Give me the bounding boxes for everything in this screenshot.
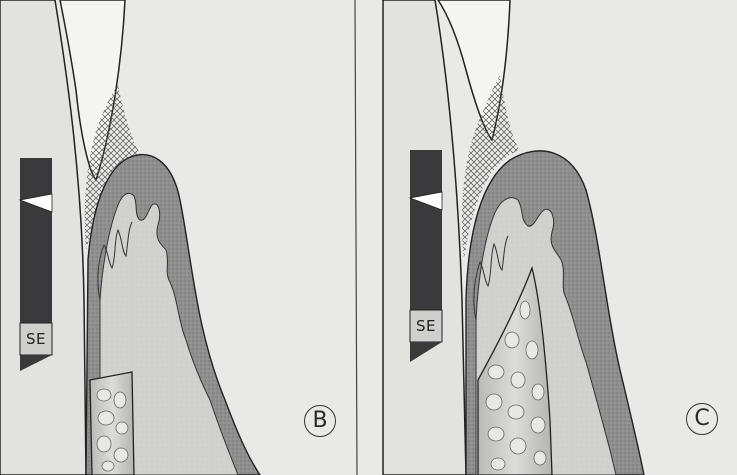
- attachment-marker-bar-b: [20, 158, 52, 323]
- se-label-c: SE: [411, 316, 441, 336]
- panel-label-c: C: [686, 403, 718, 435]
- attachment-marker-bar-c: [410, 150, 442, 310]
- panel-label-b: B: [304, 405, 336, 437]
- alveolar-bone-b: [90, 372, 134, 475]
- se-label-b: SE: [21, 329, 51, 349]
